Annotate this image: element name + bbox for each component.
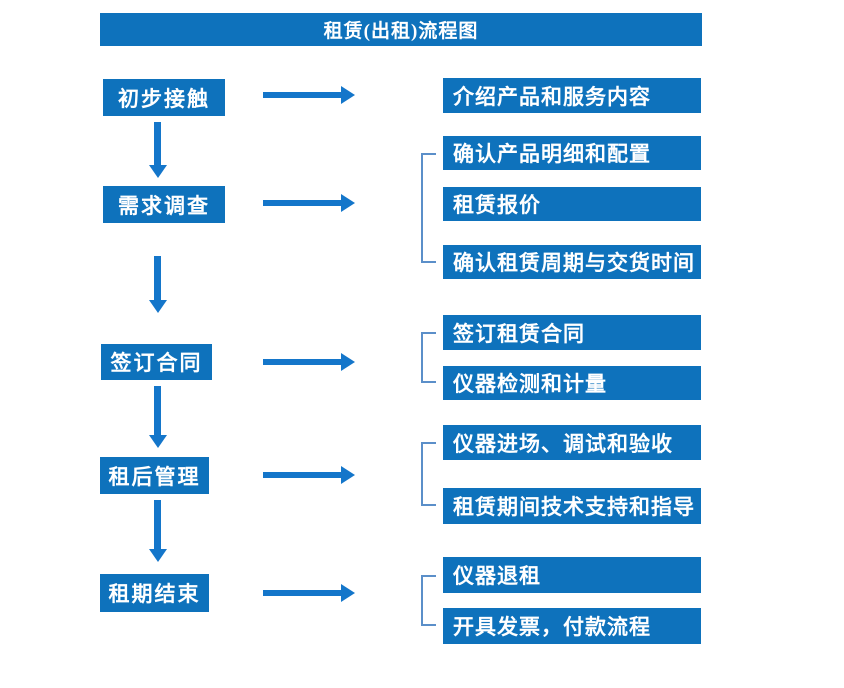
group-bracket [421,153,436,263]
down-arrow-icon [154,256,161,300]
detail-instrument-return: 仪器退租 [443,557,701,593]
down-arrow-icon [154,500,161,549]
right-arrow-icon [263,200,341,206]
stage-contract-signing: 签订合同 [101,344,212,380]
detail-intro-products-services: 介绍产品和服务内容 [443,78,701,113]
detail-confirm-period-delivery: 确认租赁周期与交货时间 [443,245,701,279]
group-bracket [421,332,436,383]
right-arrow-icon [263,359,341,365]
down-arrow-icon [154,122,161,165]
right-arrow-icon [263,472,341,478]
detail-instrument-setup-acceptance: 仪器进场、调试和验收 [443,425,701,460]
stage-lease-end: 租期结束 [100,574,209,612]
right-arrow-icon [263,92,341,98]
detail-confirm-product-specs: 确认产品明细和配置 [443,136,701,170]
detail-sign-rental-contract: 签订租赁合同 [443,315,701,350]
flowchart-title: 租赁(出租)流程图 [100,13,702,46]
detail-instrument-inspection: 仪器检测和计量 [443,366,701,400]
group-bracket [421,442,436,506]
detail-tech-support: 租赁期间技术支持和指导 [443,488,701,524]
group-bracket [421,575,436,626]
stage-initial-contact: 初步接触 [103,79,225,116]
stage-demand-survey: 需求调查 [103,186,225,223]
right-arrow-icon [263,590,341,596]
detail-invoice-payment: 开具发票，付款流程 [443,608,701,644]
down-arrow-icon [154,386,161,435]
detail-rental-quote: 租赁报价 [443,187,701,221]
stage-post-rental-management: 租后管理 [100,457,209,494]
